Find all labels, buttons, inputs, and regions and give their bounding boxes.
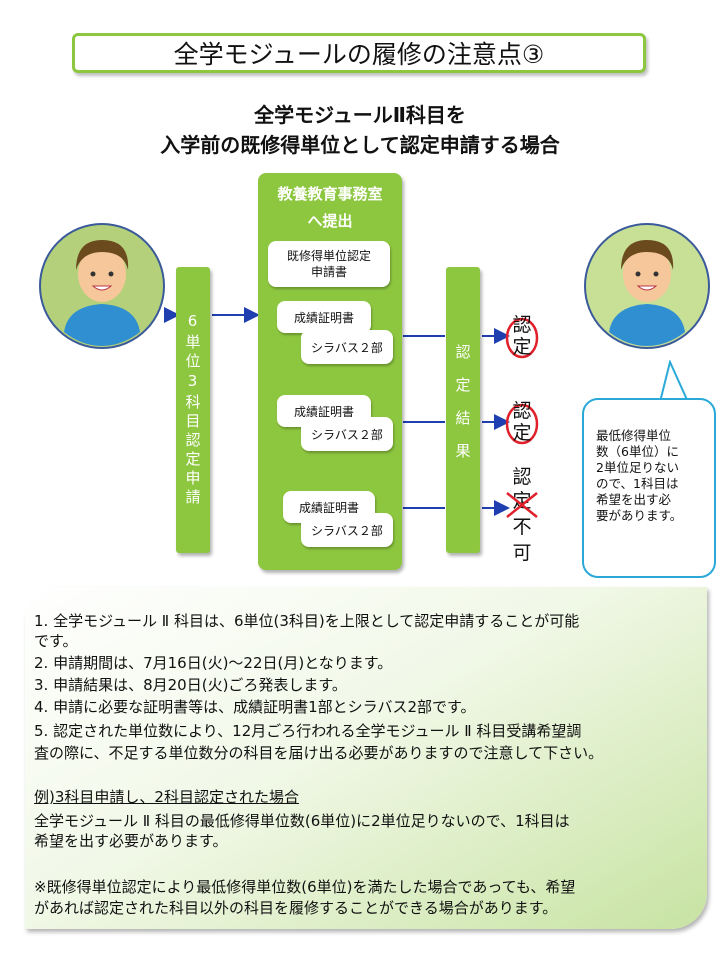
office-panel: 教養教育事務室 へ提出 既修得単位認定 申請書 成績証明書 シラバス２部 成績証… bbox=[258, 173, 402, 570]
student-avatar-left bbox=[39, 223, 165, 349]
approved-stamp-1: 認 定 bbox=[504, 312, 540, 362]
approved-char: 定 bbox=[512, 336, 532, 358]
approved-char: 定 bbox=[512, 422, 532, 444]
example-line-1: 全学モジュール Ⅱ 科目の最低修得単位数(6単位)に2単位足りないので、1科目は bbox=[34, 812, 570, 830]
transcript-label: 成績証明書 bbox=[293, 310, 354, 325]
rejected-char: 認 bbox=[512, 466, 532, 488]
syllabus-card: シラバス２部 bbox=[301, 330, 393, 364]
note-item-1-line-2: です。 bbox=[34, 632, 78, 650]
rejected-char: 可 bbox=[512, 542, 532, 564]
transcript-label: 成績証明書 bbox=[298, 500, 359, 515]
transcript-label: 成績証明書 bbox=[293, 404, 354, 419]
application-form-card: 既修得単位認定 申請書 bbox=[268, 241, 390, 287]
approved-circle-icon bbox=[505, 317, 539, 359]
rejected-char: 不 bbox=[512, 516, 532, 538]
note-item-5-line-2: 査の際に、不足する単位数分の科目を届け出る必要がありますので注意して下さい。 bbox=[34, 744, 604, 762]
syllabus-label: シラバス２部 bbox=[311, 427, 383, 442]
speech-bubble: 最低修得単位 数（6単位）に 2単位足りない ので、1科目は 希望を出す必 要が… bbox=[582, 398, 716, 578]
bubble-line: 要があります。 bbox=[596, 508, 683, 523]
application-form-line-2: 申請書 bbox=[310, 265, 347, 279]
bubble-line: ので、1科目は bbox=[596, 476, 679, 491]
syllabus-card: シラバス２部 bbox=[301, 513, 393, 547]
bubble-line: 数（6単位）に bbox=[596, 444, 679, 459]
notes-box: 1. 全学モジュール Ⅱ 科目は、6単位(3科目)を上限として認定申請することが… bbox=[25, 587, 707, 929]
subtitle-line-1: 全学モジュールⅡ科目を bbox=[254, 103, 466, 127]
note-item-4: 4. 申請に必要な証明書等は、成績証明書1部とシラバス2部です。 bbox=[34, 698, 476, 716]
cross-mark-icon bbox=[506, 492, 538, 518]
result-label-bar: 認定結果 bbox=[446, 267, 480, 553]
bubble-line: 最低修得単位 bbox=[596, 428, 672, 443]
office-title-line-2: へ提出 bbox=[307, 212, 353, 230]
approved-char: 認 bbox=[512, 400, 532, 422]
syllabus-label: シラバス２部 bbox=[311, 340, 383, 355]
bubble-line: 希望を出す必 bbox=[596, 492, 672, 507]
note-item-1-line-1: 1. 全学モジュール Ⅱ 科目は、6単位(3科目)を上限として認定申請することが… bbox=[34, 612, 580, 630]
page-title: 全学モジュールの履修の注意点③ bbox=[72, 33, 646, 73]
bubble-line: 2単位足りない bbox=[596, 460, 679, 475]
note-item-5-line-1: 5. 認定された単位数により、12月ごろ行われる全学モジュール Ⅱ 科目受講希望… bbox=[34, 722, 582, 740]
apply-label-bar: 6単位3科目認定申請 bbox=[176, 267, 210, 553]
syllabus-label: シラバス２部 bbox=[311, 523, 383, 538]
subtitle: 全学モジュールⅡ科目を 入学前の既修得単位として認定申請する場合 bbox=[0, 100, 720, 160]
example-line-2: 希望を出す必要があります。 bbox=[34, 832, 228, 850]
transcript-card: 成績証明書 bbox=[277, 301, 371, 333]
result-label: 認定結果 bbox=[453, 344, 472, 476]
approved-circle-icon bbox=[505, 403, 539, 445]
remark-line-2: があれば認定された科目以外の科目を履修することができる場合があります。 bbox=[34, 899, 558, 917]
approved-char: 認 bbox=[512, 314, 532, 336]
student-avatar-right bbox=[584, 223, 710, 349]
office-title-line-1: 教養教育事務室 bbox=[277, 185, 383, 203]
note-item-3: 3. 申請結果は、8月20日(火)ごろ発表します。 bbox=[34, 676, 347, 694]
application-form-line-1: 既修得単位認定 bbox=[286, 249, 371, 263]
example-heading: 例)3科目申請し、2科目認定された場合 bbox=[34, 788, 299, 806]
note-item-2: 2. 申請期間は、7月16日(火)～22日(月)となります。 bbox=[34, 654, 393, 672]
approved-stamp-2: 認 定 bbox=[504, 398, 540, 448]
rejected-char: 定 bbox=[512, 490, 532, 512]
page-title-text: 全学モジュールの履修の注意点③ bbox=[173, 40, 545, 69]
rejected-stamp: 認 定 不 可 bbox=[504, 462, 540, 572]
office-title: 教養教育事務室 へ提出 bbox=[258, 181, 402, 235]
subtitle-line-2: 入学前の既修得単位として認定申請する場合 bbox=[160, 133, 560, 157]
apply-label: 6単位3科目認定申請 bbox=[183, 312, 202, 508]
syllabus-card: シラバス２部 bbox=[301, 417, 393, 451]
remark-line-1: ※既修得単位認定により最低修得単位数(6単位)を満たした場合であっても、希望 bbox=[34, 878, 576, 896]
